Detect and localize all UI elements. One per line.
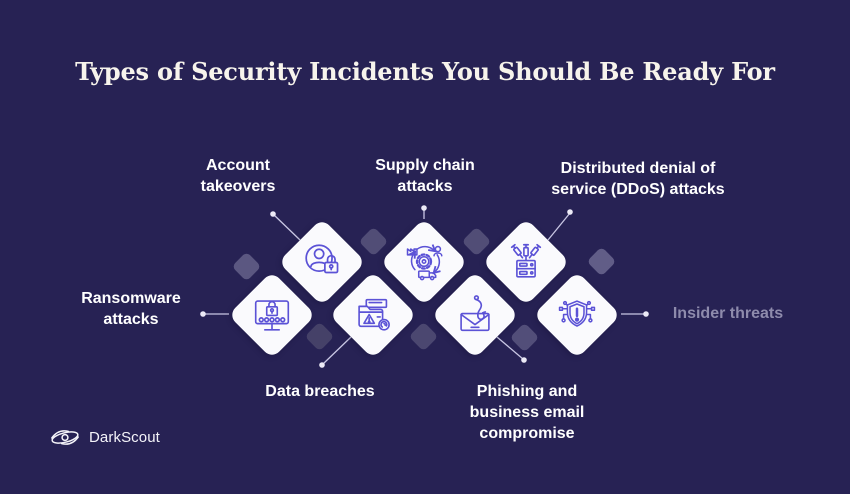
ddos-server-icon (510, 243, 542, 278)
supply-chain-icon (406, 244, 443, 281)
node-supply-chain (380, 218, 468, 306)
shield-alert-icon (558, 300, 596, 327)
monitor-lock-icon (254, 300, 290, 331)
label-insider-threats: Insider threats (672, 305, 784, 322)
eye-scout-icon (51, 430, 79, 445)
page-title: Types of Security Incidents You Should B… (75, 57, 775, 86)
folder-warning-icon (358, 298, 390, 331)
label-data-breaches: Data breaches (265, 383, 375, 400)
label-account-takeovers: Account takeovers (200, 157, 276, 195)
node-account-takeovers (278, 218, 366, 306)
user-lock-icon (305, 244, 339, 274)
node-ransomware (228, 271, 316, 359)
node-data-breaches (329, 271, 417, 359)
node-ddos (482, 218, 570, 306)
node-insider-threats (533, 271, 621, 359)
label-supply-chain: Supply chain attacks (375, 157, 475, 195)
phishing-email-icon (460, 295, 490, 332)
label-ransomware: Ransomware attacks (81, 290, 181, 328)
brand-name: DarkScout (89, 429, 160, 446)
node-phishing (431, 271, 519, 359)
label-ddos: Distributed denial of service (DDoS) att… (551, 160, 725, 198)
brand-logo: DarkScout (49, 426, 160, 449)
label-phishing: Phishing and business email compromise (469, 383, 585, 442)
